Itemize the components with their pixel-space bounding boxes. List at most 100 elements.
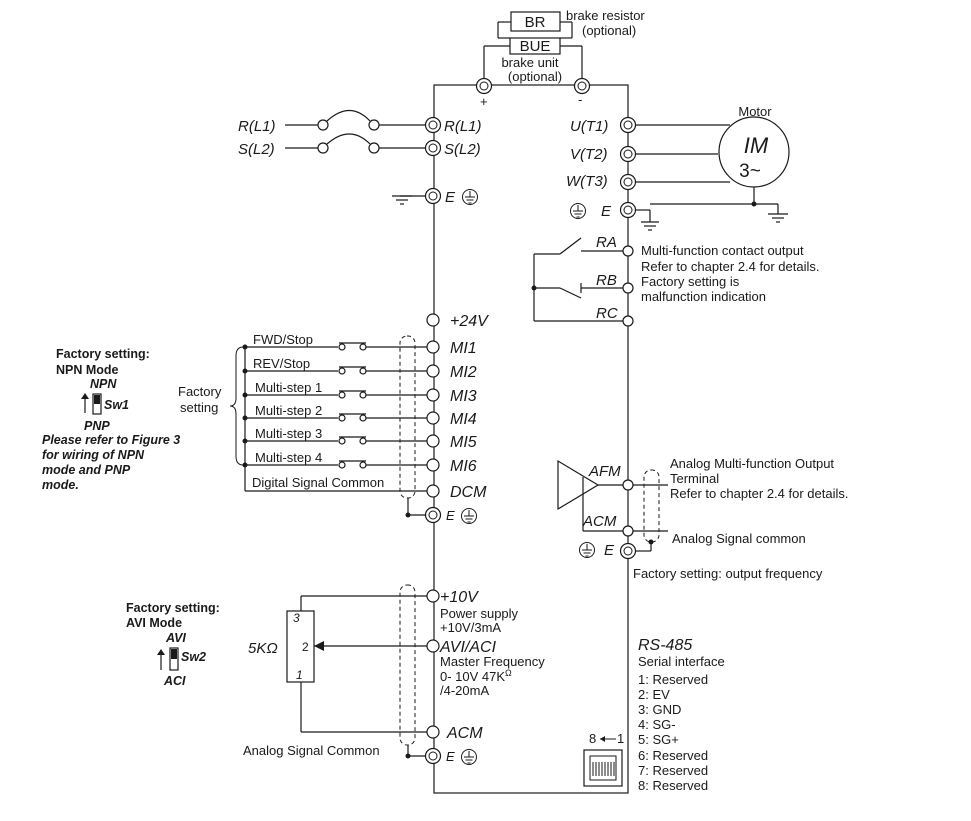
brake-unit-optional: (optional) xyxy=(508,69,562,84)
plus-label: + xyxy=(480,94,488,109)
mi-row: FWD/Stop MI1 xyxy=(242,332,477,357)
v-label: V(T2) xyxy=(570,146,608,163)
pot-pin-3: 3 xyxy=(293,611,300,625)
terminal-v xyxy=(619,145,637,163)
rs485-section: RS-485 Serial interface 1: Reserved 2: E… xyxy=(583,637,725,793)
motor-phase-label: 3~ xyxy=(739,161,761,182)
terminal-mi2 xyxy=(426,364,440,378)
terminal-mi5 xyxy=(426,434,440,448)
terminal-rb xyxy=(622,282,634,294)
analog-output-section: AFM ACM Analog Multi-function Output Ter… xyxy=(557,456,848,581)
terminal-e-analog-out xyxy=(619,542,637,560)
mi6-function-label: Multi-step 4 xyxy=(255,450,322,465)
rs485-pin-7: 7: Reserved xyxy=(638,763,708,778)
brake-unit-note: brake unit xyxy=(501,55,558,70)
terminal-e-input xyxy=(424,187,442,205)
breaker-arc-r xyxy=(326,109,371,122)
terminal-rc xyxy=(622,315,634,327)
npn-label: NPN xyxy=(90,377,117,391)
avi-title-2: AVI Mode xyxy=(126,616,182,630)
factory-label-2: setting xyxy=(180,400,218,415)
terminal-s xyxy=(424,139,442,157)
analog-output-shield xyxy=(643,469,660,543)
avi-note: Factory setting: AVI Mode AVI Sw2 ACI xyxy=(126,601,220,688)
mi-row: REV/Stop MI2 xyxy=(242,356,477,381)
mi4-function-label: Multi-step 2 xyxy=(255,403,322,418)
analog-input-section: +10V Power supply +10V/3mA AVI/ACI Maste… xyxy=(243,584,545,765)
rs485-pin-4: 4: SG- xyxy=(638,717,676,732)
e-out-label: E xyxy=(604,542,615,559)
terminal-mi3 xyxy=(426,388,440,402)
rc-label: RC xyxy=(596,305,618,322)
freq-note-1: Master Frequency xyxy=(440,654,545,669)
terminal-acm-in xyxy=(426,725,440,739)
relay-note-3: Factory setting is xyxy=(641,274,740,289)
terminal-acm-out xyxy=(622,525,634,537)
w-label: W(T3) xyxy=(566,173,608,190)
sw1-label: Sw1 xyxy=(104,398,129,412)
terminal-w xyxy=(619,173,637,191)
mi2-function-label: REV/Stop xyxy=(253,356,310,371)
freq-note-2: 0- 10V 47KΩ xyxy=(440,668,512,684)
mi-row: Multi-step 4 MI6 xyxy=(242,450,477,475)
ground-icon xyxy=(461,508,477,524)
npn-line-3: mode and PNP xyxy=(42,463,131,477)
npn-note: Factory setting: NPN Mode NPN Sw1 PNP Pl… xyxy=(42,347,180,492)
terminal-minus xyxy=(573,77,591,95)
factory-output-frequency: Factory setting: output frequency xyxy=(633,566,823,581)
relay-contact-no xyxy=(559,237,582,255)
avi-label: AVI/ACI xyxy=(439,639,497,656)
switch-sw2-icon xyxy=(169,647,179,671)
relay-contact-nc xyxy=(559,287,582,299)
terminal-ra xyxy=(622,245,634,257)
rs485-pin-5: 5: SG+ xyxy=(638,732,679,747)
mi-row: Multi-step 2 MI4 xyxy=(242,403,477,428)
brake-unit-label: BUE xyxy=(520,38,551,55)
rs485-subtitle: Serial interface xyxy=(638,654,725,669)
afm-note-1: Analog Multi-function Output xyxy=(670,456,834,471)
rs485-pin-3: 3: GND xyxy=(638,702,681,717)
rs485-pin-1: 1: Reserved xyxy=(638,672,708,687)
avi-title-1: Factory setting: xyxy=(126,601,220,615)
afm-label: AFM xyxy=(588,463,621,480)
rs485-pin-order-start: 8 xyxy=(589,731,596,746)
freq-note-3: /4-20mA xyxy=(440,683,489,698)
terminal-e-output xyxy=(619,201,637,219)
dcm-label: DCM xyxy=(450,484,487,501)
avi-label: AVI xyxy=(165,631,186,645)
brake-resistor-optional: (optional) xyxy=(582,23,636,38)
relay-note-2: Refer to chapter 2.4 for details. xyxy=(641,259,819,274)
e-analog-in-label: E xyxy=(446,749,455,764)
brake-section: BR brake resistor (optional) BUE brake u… xyxy=(475,8,645,109)
mi1-label: MI1 xyxy=(450,340,477,357)
npn-title-1: Factory setting: xyxy=(56,347,150,361)
rs485-pin-6: 6: Reserved xyxy=(638,748,708,763)
acm-out-label: ACM xyxy=(582,513,617,530)
npn-line-1: Please refer to Figure 3 xyxy=(42,433,180,447)
npn-title-2: NPN Mode xyxy=(56,363,119,377)
analog-common-in: Analog Signal Common xyxy=(243,743,380,758)
mi2-label: MI2 xyxy=(450,364,477,381)
digital-input-section: +24V FWD/Stop MI1 REV/Stop MI2 xyxy=(178,313,489,524)
mi4-label: MI4 xyxy=(450,411,477,428)
rs485-pin-8: 8: Reserved xyxy=(638,778,708,793)
power-input-section: R(L1) S(L2) R(L1) S(L2) E xyxy=(238,109,482,206)
sw2-label: Sw2 xyxy=(181,650,206,664)
acm-in-label: ACM xyxy=(446,725,483,742)
rs485-pin-order-end: 1 xyxy=(617,731,624,746)
terminal-r xyxy=(424,116,442,134)
terminal-e-digital xyxy=(424,506,442,524)
mi3-function-label: Multi-step 1 xyxy=(255,380,322,395)
digital-shield xyxy=(399,335,416,499)
mi5-function-label: Multi-step 3 xyxy=(255,426,322,441)
terminal-mi1 xyxy=(426,340,440,354)
factory-brace xyxy=(229,346,244,466)
mi5-label: MI5 xyxy=(450,434,477,451)
e-input-label: E xyxy=(445,189,456,206)
s-input-outer-label: S(L2) xyxy=(238,141,275,158)
supply-note-2: +10V/3mA xyxy=(440,620,501,635)
terminal-10v xyxy=(426,589,440,603)
digital-common-label: Digital Signal Common xyxy=(252,475,384,490)
terminal-mi4 xyxy=(426,411,440,425)
